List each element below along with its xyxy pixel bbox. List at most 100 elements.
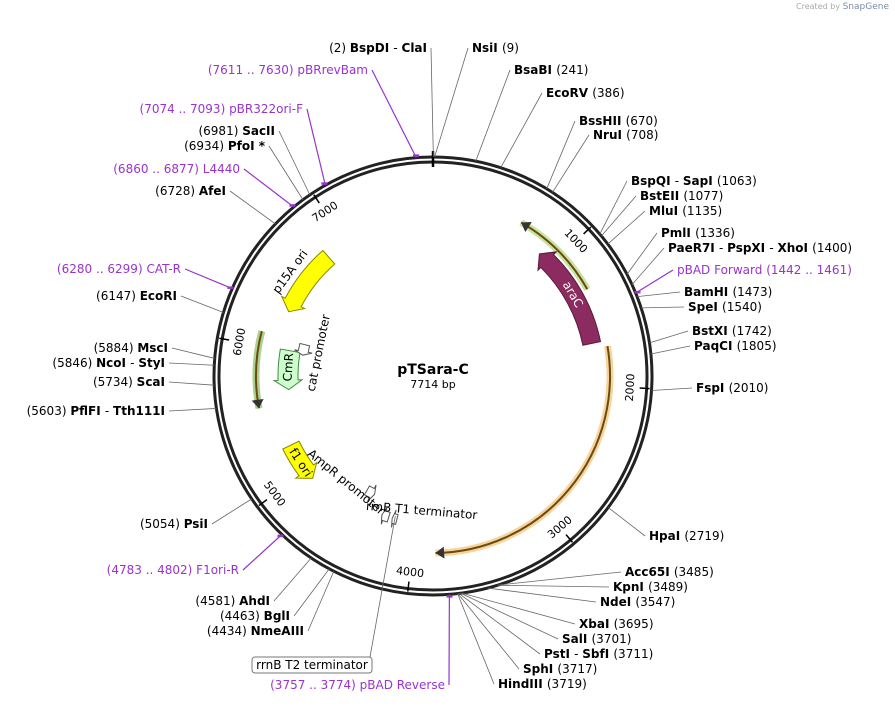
site-position: (1063) — [717, 174, 757, 188]
enzyme-name: KpnI — [613, 580, 648, 594]
restriction-site-label[interactable]: NdeI (3547) — [600, 595, 675, 609]
enzyme-name: SalI — [562, 632, 592, 646]
scale-tick-label: 4000 — [395, 564, 424, 580]
restriction-site-label[interactable]: (5846) NcoI - StyI — [52, 356, 165, 370]
site-position: (6981) — [198, 124, 242, 138]
feature-p15a-ori[interactable] — [280, 249, 336, 313]
primer-label[interactable]: pBAD Forward (1442 .. 1461) — [677, 263, 852, 277]
restriction-site-label[interactable]: HindIII (3719) — [498, 677, 587, 691]
site-position: (1540) — [722, 300, 762, 314]
restriction-site-label[interactable]: EcoRV (386) — [546, 86, 625, 100]
restriction-site-label[interactable]: KpnI (3489) — [613, 580, 688, 594]
restriction-site-label[interactable]: BstXI (1742) — [692, 324, 772, 338]
feature-cat-promoter[interactable] — [294, 342, 313, 356]
restriction-site-label[interactable]: SphI (3717) — [523, 662, 597, 676]
restriction-site-label[interactable]: PaqCI (1805) — [694, 339, 777, 353]
restriction-site-label[interactable]: (6728) AfeI — [155, 184, 226, 198]
feature-cmr[interactable] — [272, 348, 304, 391]
restriction-site-label[interactable]: BstEII (1077) — [640, 189, 723, 203]
site-labels: NsiI (9) BsaBI (241) EcoRV (386) BssHII (67… — [27, 41, 852, 692]
primer-label[interactable]: (7611 .. 7630) pBRrevBam — [208, 63, 368, 77]
plasmid-name: pTSara-C — [397, 362, 469, 378]
restriction-site-label[interactable]: BamHI (1473) — [684, 285, 772, 299]
site-position: (3547) — [635, 595, 675, 609]
site-leader-line — [626, 232, 658, 275]
site-position: (2) — [329, 41, 350, 55]
restriction-site-label[interactable]: PstI - SbfI (3711) — [544, 647, 653, 661]
site-position: (4434) — [207, 624, 251, 638]
primer-label[interactable]: (3757 .. 3774) pBAD Reverse — [270, 678, 445, 692]
scale-tick-label: 2000 — [623, 373, 638, 402]
site-leader-line — [457, 593, 495, 685]
feature-ampr-promoter[interactable] — [363, 484, 377, 502]
site-position: (1442 .. 1461) — [766, 263, 852, 277]
restriction-site-label[interactable]: (2) BspDI - ClaI — [329, 41, 427, 55]
primer-label[interactable]: (7074 .. 7093) pBR322ori-F — [140, 102, 304, 116]
site-position: (6280 .. 6299) — [57, 262, 147, 276]
site-position: (2010) — [729, 381, 769, 395]
restriction-site-label[interactable]: (6981) SacII — [198, 124, 275, 138]
site-leader-line — [458, 593, 541, 655]
restriction-site-label[interactable]: (6147) EcoRI — [96, 289, 177, 303]
restriction-site-label[interactable]: BssHII (670) — [579, 114, 658, 128]
enzyme-name: BspQI — [631, 174, 675, 188]
restriction-site-label[interactable]: (5054) PsiI — [140, 517, 208, 531]
restriction-site-label[interactable]: (4434) NmeAIII — [207, 624, 304, 638]
snapgene-logo-text: SnapGene — [842, 2, 889, 12]
restriction-site-label[interactable]: NsiI (9) — [472, 41, 519, 55]
feature-arac[interactable] — [537, 251, 602, 346]
restriction-site-label[interactable]: (5603) PflFI - Tth111I — [27, 404, 165, 418]
enzyme-name: NruI — [593, 128, 626, 142]
enzyme-name: BglI — [264, 609, 290, 623]
site-leader-line — [180, 295, 224, 313]
primer-leader-line — [306, 108, 326, 186]
rrnb-t2-terminator-label[interactable]: rrnB T2 terminator — [256, 658, 368, 672]
site-leader-line — [430, 47, 434, 158]
site-position: - — [675, 174, 683, 188]
site-position: (5734) — [93, 375, 137, 389]
enzyme-name: SpeI — [688, 300, 722, 314]
restriction-site-label[interactable]: (6934) PfoI * — [184, 139, 266, 153]
restriction-site-label[interactable]: BspQI - SapI (1063) — [631, 174, 757, 188]
restriction-site-label[interactable]: PmlI (1336) — [661, 226, 735, 240]
restriction-site-label[interactable]: SpeI (1540) — [688, 300, 762, 314]
restriction-site-label[interactable]: PaeR7I - PspXI - XhoI (1400) — [668, 241, 852, 255]
site-position: (3695) — [614, 617, 654, 631]
enzyme-name: BssHII — [579, 114, 626, 128]
site-leader-line — [641, 306, 685, 309]
feature-f1-ori[interactable] — [282, 440, 318, 479]
site-leader-line — [601, 195, 637, 237]
site-leader-line — [229, 190, 276, 225]
site-leader-line — [631, 247, 665, 285]
feature-rrnb-t1-terminator[interactable] — [380, 506, 391, 525]
enzyme-name: SacII — [242, 124, 275, 138]
enzyme-name: PmlI — [661, 226, 695, 240]
site-position: (4783 .. 4802) — [107, 563, 197, 577]
primer-label[interactable]: (4783 .. 4802) F1ori-R — [107, 563, 239, 577]
scale-tick — [407, 581, 410, 592]
restriction-site-label[interactable]: HpaI (2719) — [649, 529, 724, 543]
restriction-site-label[interactable]: (5734) ScaI — [93, 375, 165, 389]
restriction-site-label[interactable]: (4463) BglI — [220, 609, 290, 623]
primer-label[interactable]: (6860 .. 6877) L4440 — [113, 162, 240, 176]
restriction-site-label[interactable]: Acc65I (3485) — [625, 565, 714, 579]
enzyme-name: BstXI — [692, 324, 732, 338]
terminator-bar-arrowhead — [435, 546, 445, 559]
restriction-site-label[interactable]: BsaBI (241) — [514, 63, 588, 77]
site-leader-line — [498, 571, 622, 586]
restriction-site-label[interactable]: MluI (1135) — [649, 204, 722, 218]
restriction-site-label[interactable]: SalI (3701) — [562, 632, 631, 646]
site-leader-line — [607, 507, 646, 537]
restriction-site-label[interactable]: NruI (708) — [593, 128, 658, 142]
restriction-site-label[interactable]: FspI (2010) — [696, 381, 768, 395]
site-position: L4440 — [203, 162, 240, 176]
restriction-site-label[interactable]: XbaI (3695) — [579, 617, 654, 631]
primer-leader-line — [635, 269, 674, 294]
site-position: - — [393, 41, 401, 55]
site-position: (5603) — [27, 404, 71, 418]
restriction-site-label[interactable]: (5884) MscI — [94, 341, 168, 355]
primer-label[interactable]: (6280 .. 6299) CAT-R — [57, 262, 181, 276]
restriction-site-label[interactable]: (4581) AhdI — [195, 594, 270, 608]
credit-text: Created by — [796, 2, 841, 11]
primer-leader-line — [184, 268, 233, 290]
